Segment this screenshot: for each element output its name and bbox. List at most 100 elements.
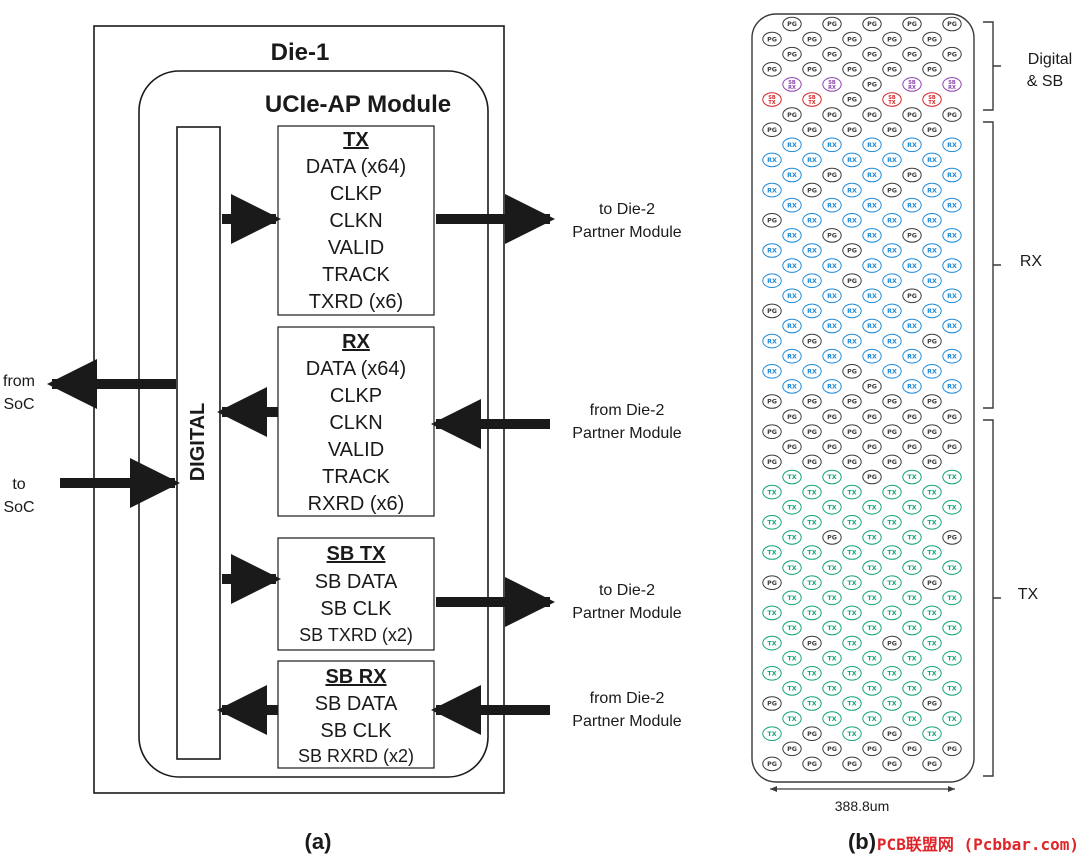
bump-pad-label: TX (927, 520, 936, 527)
bump-pad-label: TX (787, 655, 796, 662)
bump-pad-rx (782, 228, 802, 243)
module-title: UCIe-AP Module (265, 91, 451, 118)
bump-pad-pg (862, 77, 882, 92)
bump-pad-label: PG (907, 172, 917, 179)
bump-pad-pg (922, 424, 942, 440)
bump-pad-pg (842, 243, 862, 258)
bump-pad-tx (802, 696, 822, 711)
bump-pad-label: RX (887, 278, 897, 285)
bump-pad-label: SB (788, 80, 796, 86)
bump-pad-label: TX (887, 580, 896, 587)
bump-pad-tx (782, 530, 802, 545)
bump-pad-tx (922, 635, 942, 651)
bump-pad-rx (802, 243, 822, 258)
bump-pad-label: TX (887, 701, 896, 708)
bump-pad-rx (862, 258, 882, 273)
bump-pad-tx (942, 620, 962, 636)
bump-pad-tx (862, 499, 882, 515)
from-soc-label: SoC (3, 396, 34, 413)
rx-line: CLKP (330, 385, 382, 407)
bump-pad-pg (822, 228, 842, 243)
from-soc-label: from (3, 373, 35, 390)
bump-pad-pg (762, 122, 782, 137)
bump-pad-rx (822, 197, 842, 213)
bump-pad-tx (762, 605, 782, 621)
bump-pad-tx (902, 560, 922, 575)
bump-pad-label: PG (887, 127, 897, 134)
bump-pad-pg (902, 228, 922, 243)
bump-pad-pg (842, 273, 862, 289)
bump-pad-label: PG (947, 51, 957, 58)
bump-pad-label: TX (907, 504, 916, 511)
bump-pad-tx (862, 530, 882, 545)
bump-pad-pg (782, 741, 802, 757)
bump-pad-label: RX (907, 384, 917, 391)
bump-pad-pg (922, 31, 942, 47)
bump-pad-label: PG (907, 233, 917, 240)
bump-pad-pg (842, 364, 862, 379)
bump-pad-tx (862, 590, 882, 606)
bump-pad-label: RX (907, 263, 917, 270)
sbtx-header: SB TX (327, 543, 387, 565)
bump-pad-label: PG (807, 640, 817, 647)
bump-pad-label: TX (827, 686, 836, 693)
bump-pad-rx (902, 258, 922, 273)
bump-pad-label: RX (767, 248, 777, 255)
bump-pad-label: PG (927, 399, 937, 406)
bump-pad-sbrx (822, 77, 842, 92)
bump-pad-label: PG (767, 580, 777, 587)
bump-pad-rx (762, 182, 782, 198)
bump-pad-label: PG (767, 399, 777, 406)
bump-pad-label: RX (767, 369, 777, 376)
bump-pad-label: TX (907, 565, 916, 572)
bump-pad-label: TX (807, 610, 816, 617)
rx-line: CLKN (329, 412, 382, 434)
bump-pad-label: PG (867, 444, 877, 451)
bump-pad-label: PG (927, 127, 937, 134)
bump-pad-tx (902, 620, 922, 636)
bump-pad-label: SB (908, 80, 916, 86)
bump-pad-rx (862, 167, 882, 183)
bump-pad-tx (842, 545, 862, 560)
bump-pad-label: TX (807, 580, 816, 587)
bump-pad-rx (942, 318, 962, 334)
watermark: PCB联盟网 (Pcbbar.com) (877, 835, 1079, 854)
bump-pad-label: PG (827, 444, 837, 451)
bump-pad-label: RX (908, 85, 916, 91)
bump-pad-rx (842, 213, 862, 228)
bump-pad-pg (882, 31, 902, 47)
bump-pad-pg (902, 288, 922, 304)
bump-pad-label: PG (807, 761, 817, 768)
bump-pad-pg (922, 575, 942, 591)
bump-pad-label: PG (767, 218, 777, 225)
die-title: Die-1 (271, 39, 330, 66)
bump-pad-label: TX (927, 610, 936, 617)
bump-pad-label: PG (887, 429, 897, 436)
bump-pad-label: RX (867, 293, 877, 300)
bump-pad-label: RX (828, 85, 836, 91)
bump-pad-pg (882, 756, 902, 772)
bump-pad-pg (882, 182, 902, 198)
bump-pad-label: PG (827, 51, 837, 58)
group-label-digital-sb: & SB (1027, 73, 1063, 90)
bump-pad-pg (922, 454, 942, 470)
bump-pad-label: PG (887, 399, 897, 406)
rx-src-label: Partner Module (572, 425, 681, 442)
bump-pad-sbtx (762, 92, 782, 107)
bump-pad-pg (862, 409, 882, 424)
rx-line: TRACK (322, 466, 390, 488)
bump-pad-label: TX (767, 731, 776, 738)
bump-pad-rx (782, 258, 802, 273)
bump-pad-label: PG (927, 701, 937, 708)
bump-pad-rx (902, 318, 922, 334)
bump-pad-label: TX (927, 731, 936, 738)
bump-pad-label: TX (787, 565, 796, 572)
bump-pad-rx (842, 152, 862, 168)
sbrx-line: SB RXRD (x2) (298, 746, 414, 766)
rx-line: RXRD (x6) (308, 493, 405, 515)
bump-pad-sbtx (882, 92, 902, 107)
bump-pad-tx (822, 650, 842, 666)
bump-pad-label: PG (847, 369, 857, 376)
bump-pad-tx (882, 515, 902, 530)
bump-pad-rx (762, 273, 782, 289)
